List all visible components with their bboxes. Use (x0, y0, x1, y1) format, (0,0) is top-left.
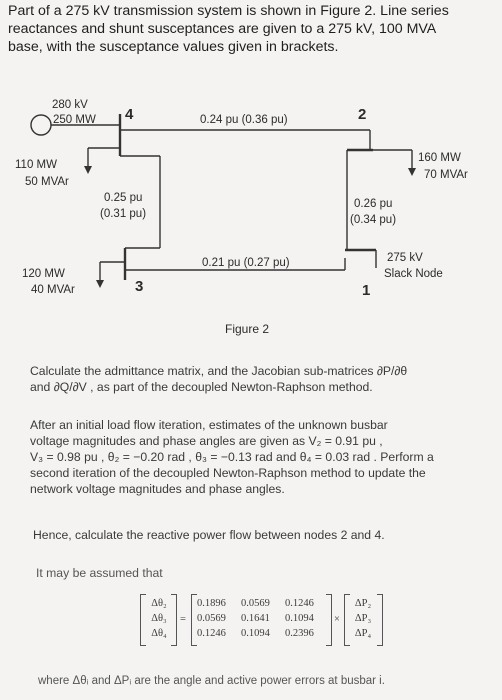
question-3: Hence, calculate the reactive power flow… (33, 528, 385, 542)
bus4-number: 4 (125, 106, 134, 123)
bus2-load-p: 160 MW (418, 152, 461, 164)
rhs-dp2: ΔP₂ (354, 598, 372, 609)
matrix-row: 0.1246 0.1094 0.2396 (197, 626, 325, 641)
matrix-bracket-right (326, 594, 332, 646)
generator-symbol (30, 114, 52, 136)
question-2-line-2: voltage magnitudes and phase angles are … (30, 434, 383, 448)
bus4-gen-p: 280 kV (52, 99, 88, 111)
rhs-bracket-left (344, 594, 350, 646)
matrix-cell: 0.1246 (285, 598, 314, 609)
matrix-cell: 0.1094 (241, 628, 270, 639)
matrix-bracket-left (191, 594, 197, 646)
network-diagram (30, 114, 416, 288)
lhs-vector: Δθ₂ Δθ₃ Δθ₄ (147, 596, 171, 641)
question-1: Calculate the admittance matrix, and the… (30, 363, 495, 395)
line-3-1-label: 0.21 pu (0.27 pu) (202, 257, 290, 269)
matrix-cell: 0.1641 (241, 613, 270, 624)
bus4-load-q: 50 MVAr (25, 176, 69, 188)
intro-line-2: reactances and shunt susceptances are gi… (8, 21, 437, 37)
bus2-load-arrow-icon (408, 168, 416, 176)
matrix-cell: 0.0569 (197, 613, 226, 624)
rhs-dp4: ΔP₄ (354, 628, 372, 639)
matrix-cell: 0.1094 (285, 613, 314, 624)
lhs-bracket-left (140, 594, 146, 646)
assumption-text: It may be assumed that (36, 566, 163, 580)
footer-note: where Δθᵢ and ΔPᵢ are the angle and acti… (38, 675, 385, 687)
matrix-row: 0.1896 0.0569 0.1246 (197, 596, 325, 611)
question-1-line-1: Calculate the admittance matrix, and the… (30, 364, 408, 378)
question-2: After an initial load flow iteration, es… (30, 417, 495, 497)
rhs-dp3: ΔP₃ (354, 613, 372, 624)
question-2-line-5: network voltage magnitudes and phase ang… (30, 482, 285, 496)
line-2-1-label-a: 0.26 pu (354, 198, 393, 210)
lhs-dtheta2: Δθ₂ (151, 598, 167, 609)
bus1-number: 1 (362, 282, 371, 299)
bus2-number: 2 (358, 106, 367, 123)
question-1-line-2: and ∂Q/∂V , as part of the decoupled New… (30, 380, 373, 394)
bus1-voltage: 275 kV (387, 252, 423, 264)
line-4-3-label-b: (0.31 pu) (100, 208, 147, 220)
coefficient-matrix: 0.1896 0.0569 0.1246 0.0569 0.1641 0.1094 0.… (197, 596, 325, 641)
rhs-vector: ΔP₂ ΔP₃ ΔP₄ (350, 596, 376, 641)
intro-line-1: Part of a 275 kV transmission system is … (8, 3, 449, 19)
matrix-cell: 0.1896 (197, 598, 226, 609)
times-sign: × (334, 614, 340, 625)
line-2-1-label-b: (0.34 pu) (350, 214, 397, 226)
line-4-2-label: 0.24 pu (0.36 pu) (200, 114, 288, 126)
matrix-cell: 0.0569 (241, 598, 270, 609)
lhs-dtheta3: Δθ₃ (151, 613, 167, 624)
line-4-3-label-a: 0.25 pu (104, 192, 143, 204)
figure-caption: Figure 2 (225, 322, 270, 336)
intro-paragraph: Part of a 275 kV transmission system is … (8, 2, 498, 56)
bus3-load-arrow-icon (96, 280, 104, 288)
bus2-load-q: 70 MVAr (424, 169, 468, 181)
bus3-load-q: 40 MVAr (31, 284, 75, 296)
question-2-line-3: V₃ = 0.98 pu , θ₂ = −0.20 rad , θ₃ = −0.… (30, 450, 434, 464)
rhs-bracket-right (377, 594, 383, 646)
bus3-number: 3 (135, 278, 144, 295)
intro-line-3: base, with the susceptance values given … (8, 39, 339, 55)
bus4-load-p: 110 MW (15, 159, 57, 171)
bus4-load-arrow-icon (84, 166, 92, 174)
matrix-cell: 0.1246 (197, 628, 226, 639)
bus1-slack-label: Slack Node (384, 268, 443, 280)
lhs-dtheta4: Δθ₄ (151, 628, 167, 639)
matrix-cell: 0.2396 (285, 628, 314, 639)
lhs-bracket-right (171, 594, 177, 646)
equals-sign: = (180, 614, 186, 625)
bus3-load-p: 120 MW (22, 268, 65, 280)
question-2-line-1: After an initial load flow iteration, es… (30, 418, 388, 432)
matrix-row: 0.0569 0.1641 0.1094 (197, 611, 325, 626)
question-2-line-4: second iteration of the decoupled Newton… (30, 466, 426, 480)
bus4-gen-q: 250 MW (53, 114, 96, 126)
